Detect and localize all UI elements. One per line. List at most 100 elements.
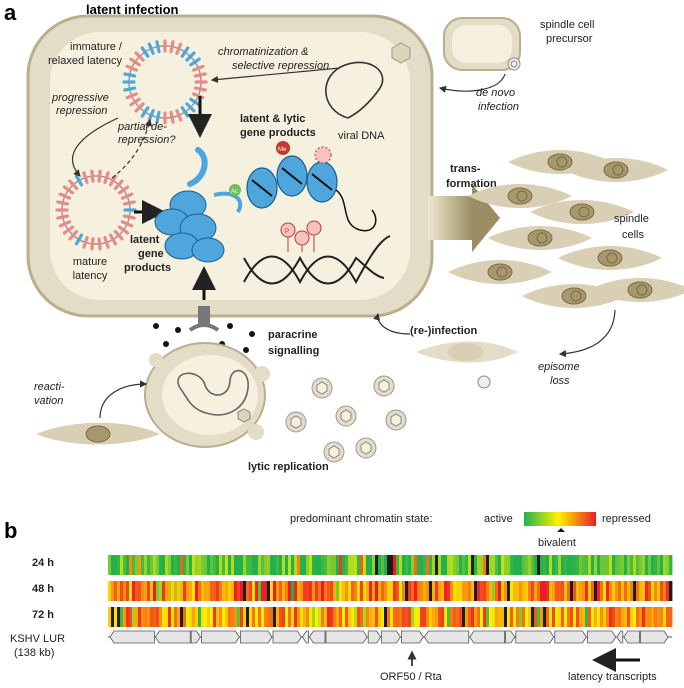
episome-tick	[117, 185, 130, 195]
virion-icon	[311, 377, 333, 399]
episome-tick	[113, 179, 124, 191]
episome-tick	[122, 214, 136, 220]
transformation-arrow	[428, 184, 500, 252]
de-novo-1: de novo	[476, 87, 515, 99]
episome-tick	[140, 106, 150, 118]
signal-dot	[227, 323, 233, 329]
lytic-cell	[144, 342, 270, 448]
gene-arrow	[301, 630, 309, 644]
gene-arrow	[308, 630, 326, 644]
gene-arrow	[587, 630, 617, 644]
chromatin-heatmap	[108, 555, 673, 627]
episome-tick	[103, 171, 110, 185]
episome-loss-1: episome	[538, 361, 580, 373]
episome-tick	[189, 97, 201, 107]
me-mark: Me	[278, 147, 287, 153]
virion-icon	[355, 437, 377, 459]
gene-arrow	[154, 630, 191, 644]
episome-tick	[129, 57, 141, 67]
episome-tick	[185, 102, 196, 113]
episome-tick	[117, 225, 130, 235]
episome-tick	[68, 229, 79, 241]
viral-dna-label: viral DNA	[338, 130, 385, 142]
virion-icon	[335, 405, 357, 427]
genome-label-1: KSHV LUR	[10, 633, 65, 645]
reactivation-2: vation	[34, 395, 63, 407]
latency-label: latency transcripts	[568, 671, 657, 683]
transformation-2: formation	[446, 178, 497, 190]
latent-lytic-products-2: gene products	[240, 127, 316, 139]
panel-a-letter: a	[4, 0, 17, 25]
row-label-24h: 24 h	[32, 557, 54, 569]
lytic-replication-label: lytic replication	[248, 461, 329, 473]
episome-tick	[82, 171, 89, 185]
precursor-label-2: precursor	[546, 33, 593, 45]
episome-tick	[189, 57, 201, 67]
gene-arrow	[200, 630, 240, 644]
reinfection-label: (re-)infection	[410, 325, 478, 337]
episome-tick	[120, 192, 134, 200]
virion-icon	[385, 409, 407, 431]
latent-products-3: products	[124, 262, 171, 274]
episome-tick	[56, 200, 70, 206]
mature-latency-label-2: latency	[73, 270, 108, 282]
gene-arrow	[239, 630, 273, 644]
episome-tick	[125, 64, 138, 72]
spindle-cells	[448, 150, 684, 308]
episome-tick	[103, 235, 110, 249]
heatmap-row	[108, 607, 673, 627]
spindle-cell	[558, 246, 662, 270]
chromatinization-1: chromatinization &	[218, 46, 309, 58]
gene-arrow	[109, 630, 155, 644]
gene-arrow	[272, 630, 302, 644]
episome-tick	[140, 46, 150, 58]
episome-tick	[180, 106, 190, 118]
episome-tick	[175, 42, 183, 55]
episome-tick	[180, 46, 190, 58]
episome-tick	[74, 233, 84, 246]
signal-dot	[163, 341, 169, 347]
latent-lytic-products-1: latent & lytic	[240, 113, 305, 125]
episome-tick	[155, 40, 161, 54]
de-novo-2: infection	[478, 101, 519, 113]
episome-tick	[169, 110, 175, 124]
panel-b-letter: b	[4, 518, 17, 543]
gene-arrow	[400, 630, 424, 644]
spindle-cells-label-1: spindle	[614, 213, 649, 225]
virion-icon	[373, 375, 395, 397]
episome-tick	[74, 174, 84, 187]
progressive-repression-2: repression	[56, 105, 107, 117]
episome-tick	[193, 86, 207, 92]
gene-arrow	[469, 630, 506, 644]
gene-arrow	[381, 630, 401, 644]
ac-mark: Ac	[231, 189, 238, 195]
virion-icon	[285, 411, 307, 433]
gene-arrow	[623, 630, 640, 644]
spindle-cell-precursor	[443, 17, 521, 71]
episome-tick	[123, 72, 137, 78]
svg-text:immature /: immature /	[70, 41, 123, 53]
mature-latency-label-1: mature	[73, 256, 107, 268]
episome-tick	[192, 64, 205, 72]
latent-infection-title: latent infection	[86, 2, 179, 17]
precursor-label-1: spindle cell	[540, 19, 594, 31]
virions	[285, 375, 407, 463]
partial-derepression-1: partial de-	[117, 121, 167, 133]
spindle-cell	[488, 226, 592, 250]
gene-arrow	[367, 630, 382, 644]
signal-dot	[153, 323, 159, 329]
episome-tick	[155, 110, 161, 124]
latent-products-2: gene	[138, 248, 164, 260]
episome-tick	[90, 237, 95, 251]
episome-tick	[62, 185, 75, 195]
gene-arrow	[423, 630, 470, 644]
reinfection-cell	[416, 341, 518, 389]
spindle-cell	[588, 278, 684, 302]
latent-products-1: latent	[130, 234, 160, 246]
gene-arrow	[325, 630, 368, 644]
paracrine-receptor	[188, 306, 220, 332]
episome-tick	[108, 174, 118, 187]
episome-tick	[147, 42, 155, 55]
row-label-72h: 72 h	[32, 609, 54, 621]
